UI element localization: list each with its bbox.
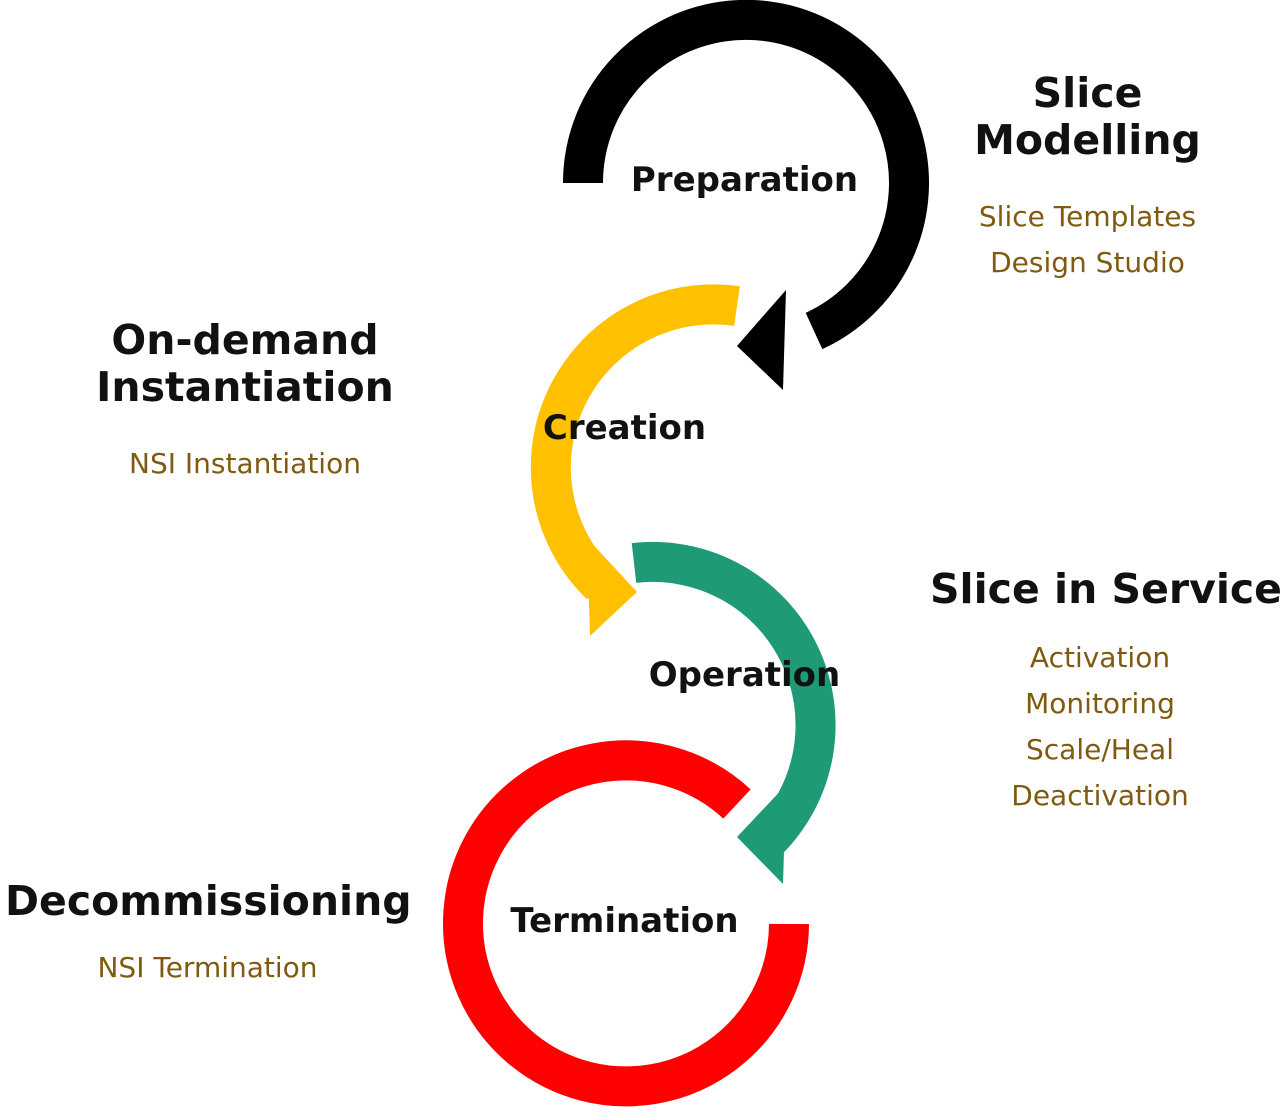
termination-arc <box>443 740 809 1107</box>
detail-line: NSI Termination <box>97 951 318 984</box>
detail-line: Scale/Heal <box>1026 733 1174 766</box>
operation-arrow-head <box>737 785 786 884</box>
detail-line: Deactivation <box>1011 779 1189 812</box>
stage-title-decommissioning: Decommissioning <box>5 877 412 925</box>
stage-details-slice-modelling: Slice Templates Design Studio <box>945 194 1230 286</box>
detail-line: Activation <box>1029 641 1171 674</box>
stage-title-line: Instantiation <box>96 363 394 411</box>
detail-line: NSI Instantiation <box>129 447 361 480</box>
stage-details-slice-in-service: Activation Monitoring Scale/Heal Deactiv… <box>985 635 1215 819</box>
stage-title-slice-in-service: Slice in Service <box>930 565 1282 613</box>
detail-line: Design Studio <box>990 246 1185 279</box>
stage-title-line: Slice <box>1032 69 1143 117</box>
stage-details-decommissioning: NSI Termination <box>45 945 370 991</box>
creation-arrow-arc <box>530 284 740 600</box>
phase-label-termination: Termination <box>510 901 739 941</box>
phase-label-creation: Creation <box>542 408 707 448</box>
detail-line: Monitoring <box>1025 687 1175 720</box>
preparation-arrow-arc <box>563 0 929 350</box>
stage-title-slice-modelling: Slice Modelling <box>955 70 1220 164</box>
phase-label-operation: Operation <box>648 655 841 695</box>
detail-line: Slice Templates <box>978 200 1197 233</box>
stage-title-line: Slice in Service <box>930 565 1282 613</box>
stage-title-line: On-demand <box>111 316 379 364</box>
stage-title-on-demand-instantiation: On-demand Instantiation <box>90 317 400 411</box>
preparation-arrow-head <box>737 290 786 390</box>
operation-arrow-arc <box>631 541 836 856</box>
stage-title-line: Modelling <box>974 116 1201 164</box>
stage-title-line: Decommissioning <box>5 877 412 925</box>
creation-arrow-head <box>587 538 637 636</box>
stage-details-on-demand-instantiation: NSI Instantiation <box>90 441 400 487</box>
phase-label-preparation: Preparation <box>630 160 859 200</box>
